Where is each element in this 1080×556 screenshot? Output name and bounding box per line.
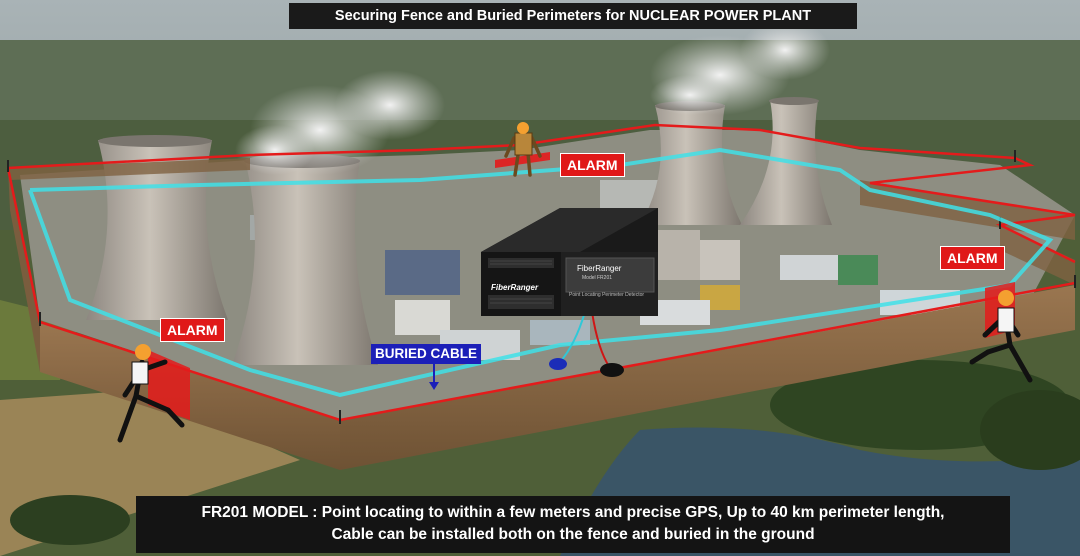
caption-line-2: Cable can be installed both on the fence… [331, 526, 815, 543]
alarm-label-left: ALARM [160, 318, 225, 342]
fiberranger-device: FiberRanger FiberRanger Model FR201 Poin… [481, 208, 658, 316]
alarm-label-right: ALARM [940, 246, 1005, 270]
device-name: FiberRanger [577, 264, 622, 273]
device-brand: FiberRanger [491, 283, 539, 292]
caption-box: FR201 MODEL : Point locating to within a… [136, 496, 1010, 553]
device-model: Model FR201 [582, 275, 613, 281]
page-title: Securing Fence and Buried Perimeters for… [289, 3, 857, 29]
buried-cable-label: BURIED CABLE [371, 344, 482, 364]
device-subtitle: Point Locating Perimeter Detector [569, 292, 645, 298]
caption-line-1: FR201 MODEL : Point locating to within a… [201, 504, 945, 521]
alarm-label-top: ALARM [560, 153, 625, 177]
